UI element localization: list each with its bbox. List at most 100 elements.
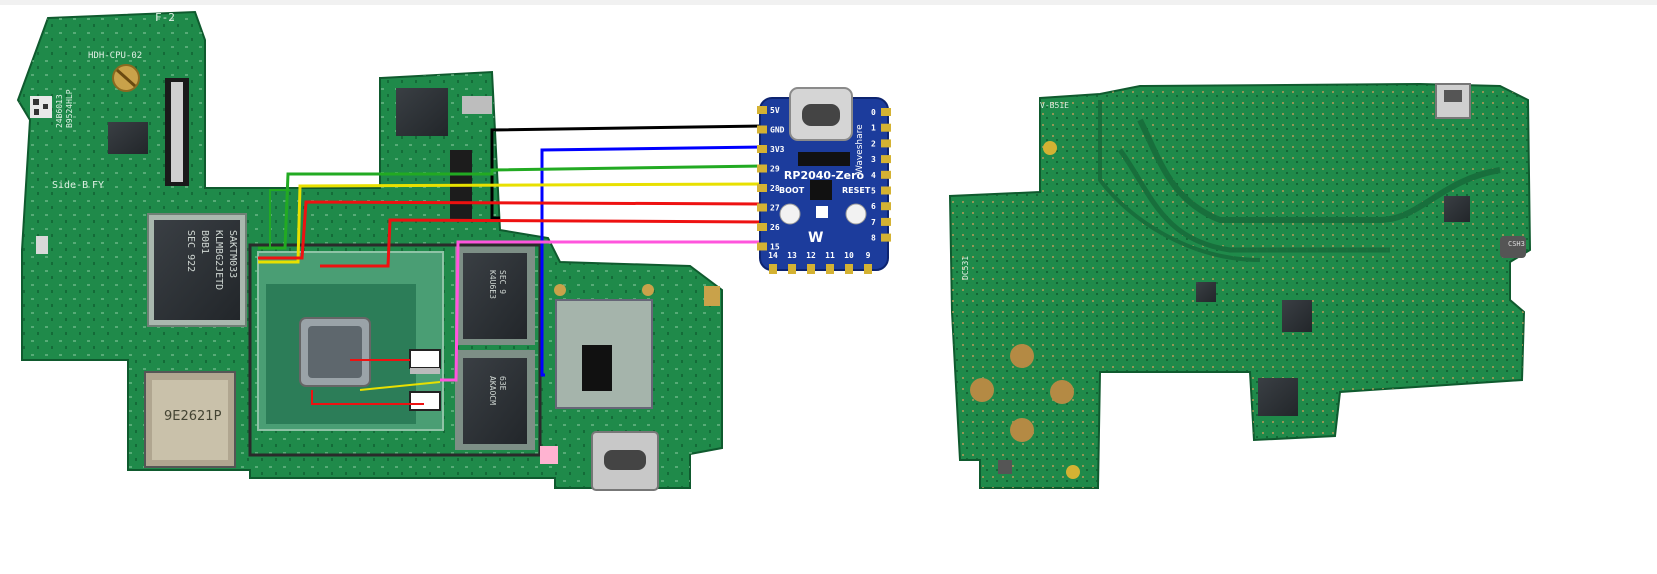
- test-pad: [1043, 141, 1057, 155]
- rp2040-pin-label-right: 6: [871, 202, 876, 211]
- right-chip-label: CSH3: [1508, 240, 1525, 248]
- wire-gpio28: [258, 182, 766, 264]
- rp2040-pad-right: [881, 217, 891, 226]
- rp2040-pin-label-left: GND: [770, 126, 785, 135]
- rp2040-pin-label-left: 15: [770, 243, 780, 252]
- rp2040-pin-label-right: 4: [871, 171, 876, 180]
- rp2040-pin-label-right: 5: [871, 187, 876, 196]
- rp2040-brand: Waveshare: [855, 124, 865, 174]
- rp2040-pad-bottom: [826, 264, 834, 274]
- rp2040-pin-label-right: 1: [871, 124, 876, 133]
- reset-button: [845, 203, 867, 225]
- rp2040-pin-label-bottom: 9: [866, 251, 871, 260]
- connector: [462, 96, 492, 114]
- screw-hole: [112, 64, 140, 92]
- rp2040-pin-label-right: 2: [871, 139, 876, 148]
- small-chip: [108, 122, 148, 154]
- serial-label-b: B9524HLP: [65, 89, 74, 128]
- wire-gpio26: [320, 218, 766, 268]
- boot-label: BOOT: [779, 186, 805, 195]
- right-top-label: V-B51E: [1040, 101, 1069, 110]
- wire-group: [258, 124, 766, 405]
- rp2040-name: RP2040-Zero: [784, 169, 865, 182]
- rp2040-pad-right: [881, 139, 891, 148]
- rp2040-pad-right: [881, 202, 891, 211]
- right-chip: [1196, 282, 1216, 302]
- serial-label-a: 24B6013: [55, 94, 64, 128]
- fy-label: FY: [92, 180, 104, 191]
- rp2040-pin-label-bottom: 11: [825, 251, 835, 260]
- rp2040-pin-label-left: 28: [770, 184, 780, 193]
- rp2040-pin-label-left: 3V3: [770, 145, 785, 154]
- rp2040-pin-label-bottom: 13: [787, 251, 797, 260]
- qr-code: [30, 96, 52, 118]
- ram-text-line: SEC 9: [498, 270, 507, 294]
- board-id-label: F-2: [155, 11, 175, 24]
- ribbon-connector: [165, 78, 189, 186]
- rp2040-pad-right: [881, 123, 891, 132]
- rp2040-pin-label-bottom: 10: [844, 251, 854, 260]
- emmc-chip: SAKTM033 KLMBG2JETD B0B1 SEC 922: [147, 213, 247, 327]
- solder-pad: [704, 286, 720, 306]
- rp2040-pin-label-right: 3: [871, 155, 876, 164]
- shield-frame: [248, 243, 542, 457]
- rp2040-pin-label-right: 7: [871, 218, 876, 227]
- rp2040-zero-board: RP2040-Zero Waveshare BOOT RESET W 5VGND…: [757, 87, 891, 274]
- rp2040-pad-right: [881, 233, 891, 242]
- wire-red-soc: [311, 390, 424, 405]
- ram-text-line: K4U6E3: [488, 270, 497, 299]
- emmc-text-line: B0B1: [199, 230, 210, 254]
- antenna-pad: [642, 284, 654, 296]
- rp2040-pin-label-left: 26: [770, 223, 780, 232]
- right-chip: [1258, 378, 1298, 416]
- emmc-text-line: KLMBG2JETD: [213, 230, 224, 290]
- rp2040-pin-label-right: 8: [871, 234, 876, 243]
- usb-c-port: [591, 431, 659, 491]
- rp2040-pin-label-left: 27: [770, 204, 780, 213]
- wifi-module: [555, 299, 653, 409]
- ram-text-line: AKAOCM: [488, 376, 497, 405]
- rp2040-pin-label-bottom: 14: [768, 251, 778, 260]
- rp2040-pad-left: [757, 184, 767, 192]
- button-contacts: [970, 344, 1074, 442]
- test-pad: [1066, 465, 1080, 479]
- rp2040-pin-label-left: 5V: [770, 106, 780, 115]
- rp2040-pad-right: [881, 170, 891, 179]
- rp2040-pad-left: [757, 106, 767, 114]
- rp2040-pad-bottom: [788, 264, 796, 274]
- microsd-text: 9E2621P: [164, 409, 222, 424]
- wire-gpio27: [258, 200, 766, 260]
- rp2040-flash: [798, 152, 850, 166]
- side-label: Side-B: [52, 180, 88, 191]
- emmc-text-line: SEC 922: [185, 230, 196, 272]
- rp2040-pad-bottom: [845, 264, 853, 274]
- rp2040-pad-bottom: [864, 264, 872, 274]
- right-inductor: [1500, 236, 1526, 258]
- rp2040-pad-bottom: [769, 264, 777, 274]
- top-border: [0, 0, 1657, 5]
- rgb-led: [816, 206, 828, 218]
- rp2040-pad-right: [881, 155, 891, 164]
- wire-yellow-soc: [359, 381, 441, 391]
- left-pcb: [16, 10, 723, 489]
- boot-button: [779, 203, 801, 225]
- wire-gpio15: [440, 240, 765, 382]
- right-usb-port: [1435, 83, 1471, 119]
- rp2040-pad-bottom: [807, 264, 815, 274]
- rp2040-pad-left: [757, 242, 767, 251]
- board-name-label: HDH-CPU-02: [88, 51, 142, 61]
- ram-text-line: 63E: [498, 376, 507, 391]
- rp2040-pad-right: [881, 186, 891, 195]
- rp2040-pad-left: [757, 203, 767, 212]
- rp2040-pin-label-bottom: 12: [806, 251, 816, 260]
- emmc-text-line: SAKTM033: [227, 230, 238, 278]
- ram-chip-top: SEC 9 K4U6E3: [455, 245, 535, 345]
- right-side-label: DC531: [961, 256, 970, 280]
- ram-chip-bottom: 63E AKAOCM: [455, 350, 535, 450]
- pmic-chip: [396, 88, 448, 136]
- rp2040-pad-left: [757, 164, 767, 173]
- rp2040-chip: [810, 180, 832, 200]
- reset-label: RESET: [842, 186, 871, 195]
